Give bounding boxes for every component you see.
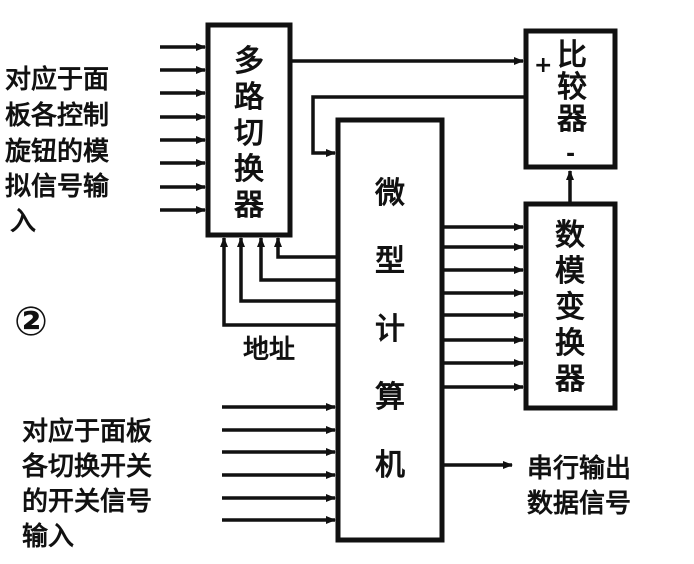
- dac-label: 数模变换器: [555, 218, 585, 397]
- analog-inputs-label: 对应于面 板各控制 旋钮的模 拟信号输 入: [5, 64, 110, 237]
- comparator-minus-sign: -: [566, 142, 575, 167]
- address-lines: [220, 237, 337, 327]
- serial-output-label: 串行输出 数据信号: [527, 453, 631, 519]
- figure-number: ②: [14, 299, 48, 345]
- svg-text:入: 入: [10, 207, 36, 237]
- svg-text:板各控制: 板各控制: [5, 100, 109, 131]
- svg-text:串行输出: 串行输出: [527, 453, 631, 484]
- comparator-to-computer-line: [311, 95, 525, 157]
- svg-text:数据信号: 数据信号: [527, 489, 631, 519]
- svg-text:各切换开关: 各切换开关: [21, 451, 152, 482]
- svg-text:拟信号输: 拟信号输: [5, 171, 110, 202]
- svg-text:对应于面板: 对应于面板: [22, 416, 152, 447]
- address-label: 地址: [243, 335, 295, 365]
- svg-text:的开关信号: 的开关信号: [22, 486, 152, 517]
- microcomputer-box: [335, 117, 445, 543]
- dac-box: [523, 201, 618, 411]
- switch-input-arrows: [222, 403, 336, 524]
- svg-text:输入: 输入: [22, 521, 74, 552]
- svg-text:旋钮的模: 旋钮的模: [5, 136, 110, 167]
- comparator-label: 比较器: [557, 38, 587, 137]
- analog-input-arrows: [160, 43, 206, 214]
- computer-to-dac-arrows: [442, 223, 524, 391]
- comparator-plus-sign: +: [534, 53, 552, 78]
- comparator-box: [523, 28, 618, 170]
- microcomputer-label: 微型计算机: [375, 176, 405, 483]
- multiplexer-box: [205, 22, 293, 238]
- multiplexer-label: 多路切换器: [234, 44, 264, 223]
- switch-inputs-label: 对应于面板 各切换开关 的开关信号 输入: [21, 416, 152, 552]
- svg-text:对应于面: 对应于面: [5, 64, 109, 95]
